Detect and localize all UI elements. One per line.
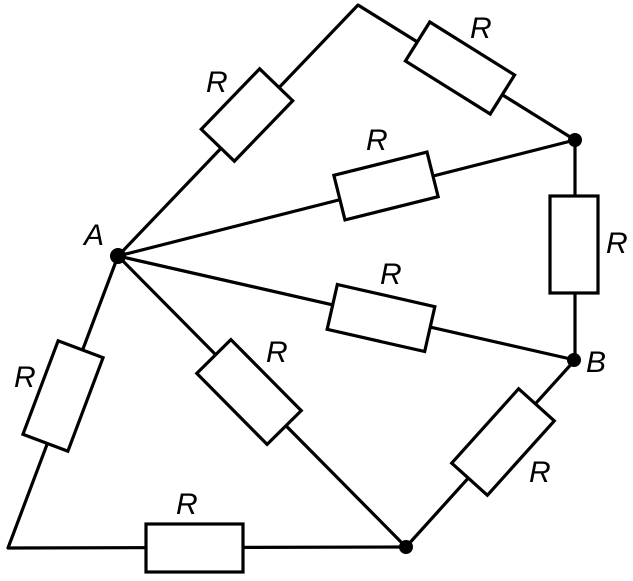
node-a-dot — [110, 248, 126, 264]
node-right-top-dot — [568, 133, 582, 147]
resistor-label: R — [380, 258, 402, 291]
resistor-a-top — [199, 66, 295, 164]
labels: A B R R R R R R R R R — [14, 12, 628, 521]
resistor-a-b — [325, 282, 437, 354]
resistor-a-right-top — [331, 150, 441, 222]
resistor-label: R — [266, 336, 288, 369]
resistor-label: R — [14, 361, 36, 394]
resistor-left — [20, 338, 106, 454]
resistor-right-vertical — [548, 194, 600, 295]
node-label-b: B — [586, 346, 606, 379]
resistor-b-bottom — [449, 386, 557, 498]
resistor-label: R — [529, 456, 551, 489]
resistor-label: R — [176, 488, 198, 521]
resistor-bottom — [144, 522, 245, 574]
resistor-a-bottom — [194, 337, 304, 447]
resistor-label: R — [366, 124, 388, 157]
node-label-a: A — [82, 219, 104, 252]
node-b-dot — [567, 353, 581, 367]
resistor-label: R — [606, 227, 628, 260]
resistor-top-right — [403, 19, 517, 117]
resistors — [20, 19, 600, 574]
resistor-label: R — [206, 66, 228, 99]
resistor-label: R — [470, 12, 492, 45]
node-bottom-dot — [399, 540, 413, 554]
junctions — [110, 133, 582, 554]
